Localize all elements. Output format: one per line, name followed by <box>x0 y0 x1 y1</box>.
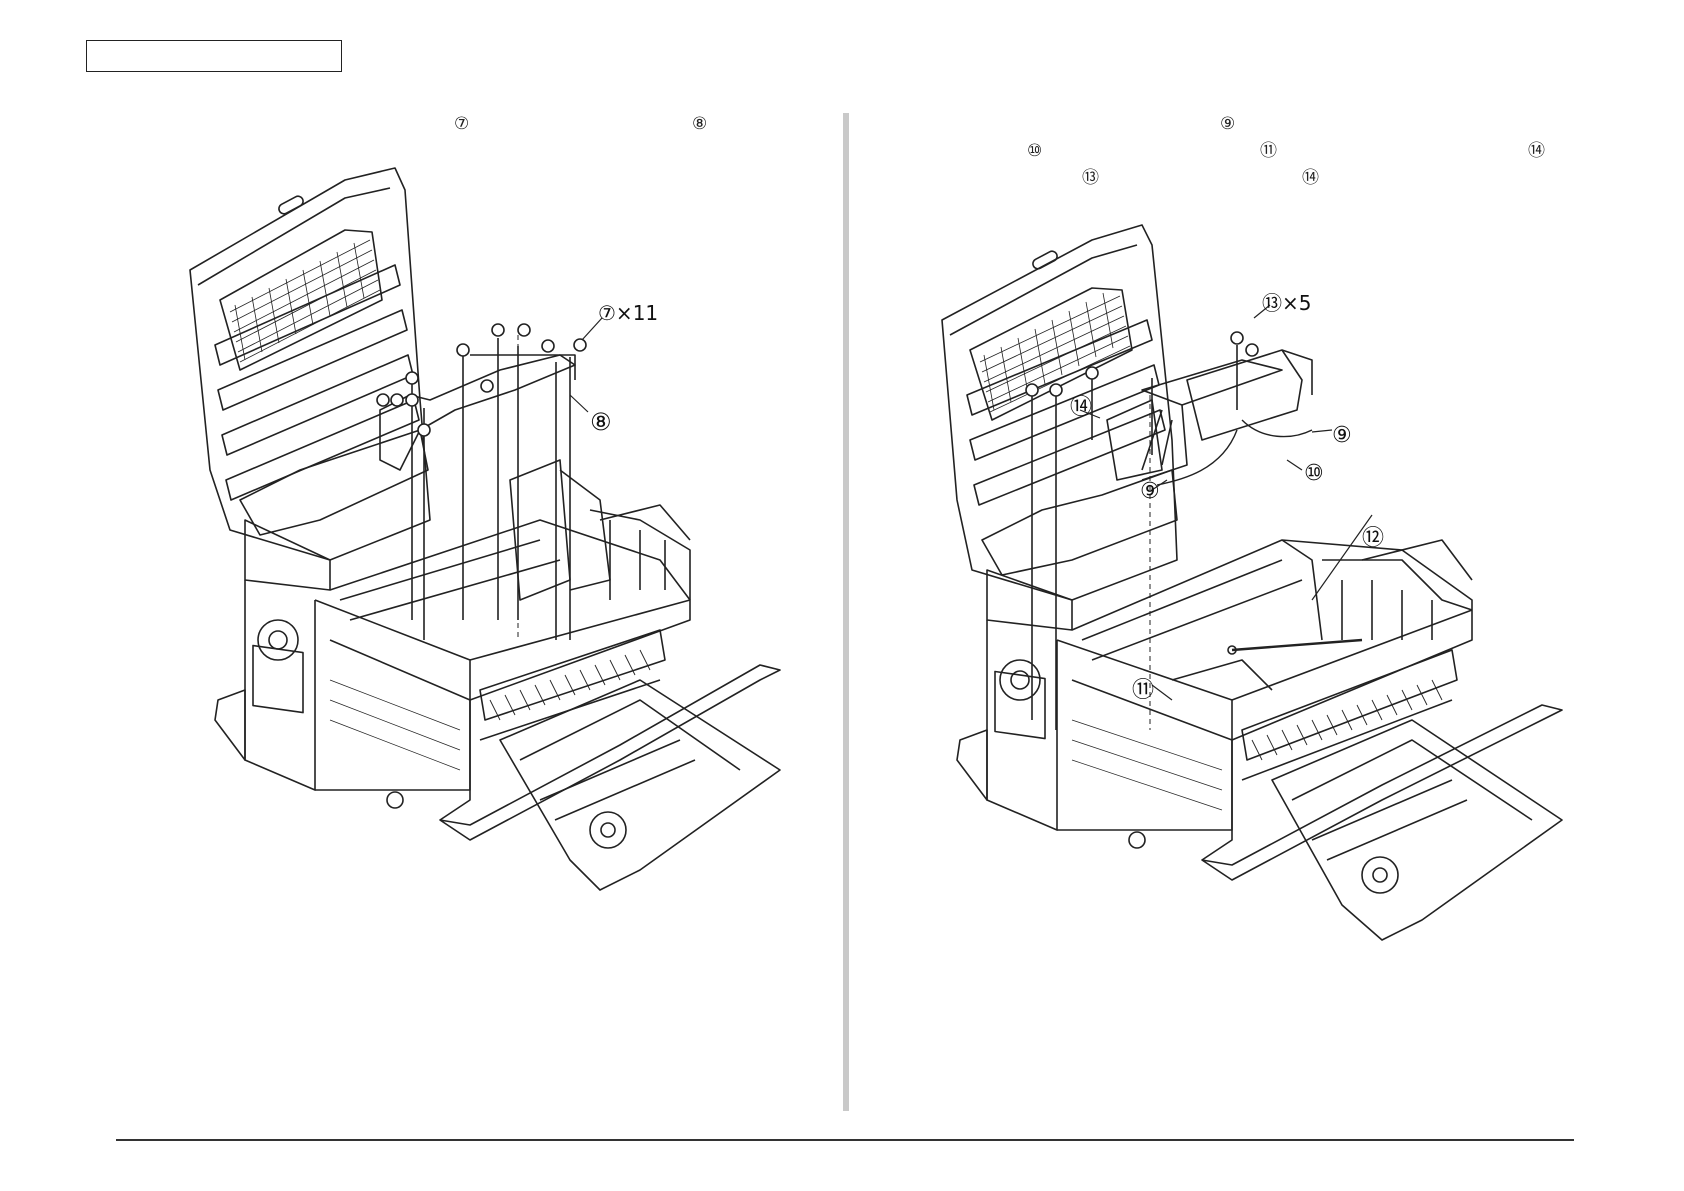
callout-rod: ⑫ <box>1362 526 1384 551</box>
open-top-cover <box>942 225 1177 600</box>
callout-screw-count: ⑬×5 <box>1262 291 1311 315</box>
callout-cable-9a: ⑨ <box>1332 423 1352 448</box>
open-top-cover <box>190 168 430 560</box>
callout-cable-9b: ⑨ <box>1140 479 1160 504</box>
callout-plate: ⑧ <box>590 408 612 436</box>
open-rear-tray <box>1202 705 1562 940</box>
open-rear-tray <box>440 665 780 890</box>
callout-board: ⑭ <box>1070 395 1092 420</box>
callout-cable-10: ⑩ <box>1304 461 1324 486</box>
callout-screw-count: ⑦×11 <box>598 301 658 325</box>
right-exploded-diagram: ⑬×5 ⑭ ⑨ ⑩ ⑨ ⑫ ⑪ <box>842 0 1684 1191</box>
callout-shaft: ⑪ <box>1132 678 1154 703</box>
left-exploded-diagram: ⑦×11 ⑧ <box>0 0 842 1191</box>
